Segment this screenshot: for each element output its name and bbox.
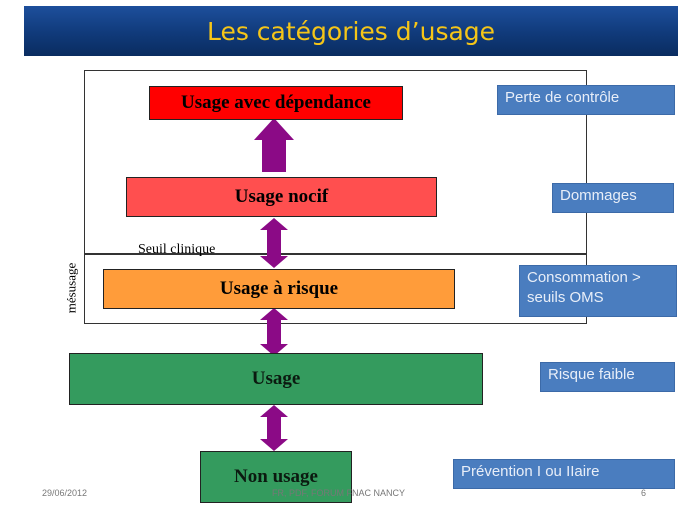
upper-frame (84, 70, 587, 254)
footer-center: FR, PDF, FORUM FNAC NANCY (272, 488, 406, 498)
level-harmful: Usage nocif (126, 177, 437, 217)
slide-title: Les catégories d’usage (206, 16, 496, 46)
up-arrow (254, 118, 294, 172)
double-arrow-2 (260, 308, 288, 356)
side-label-loss-of-control: Perte de contrôle (497, 85, 675, 115)
level-dependence: Usage avec dépendance (149, 86, 403, 120)
side-label-damage: Dommages (552, 183, 674, 213)
level-non-use: Non usage (200, 451, 352, 503)
double-arrow-3 (260, 405, 288, 451)
level-use: Usage (69, 353, 483, 405)
double-arrow-1 (260, 218, 288, 268)
title-bar: Les catégories d’usage (24, 6, 678, 56)
page-number: 6 (641, 488, 647, 498)
side-label-prevention: Prévention I ou IIaire (453, 459, 675, 489)
footer-date: 29/06/2012 (42, 488, 88, 498)
side-label-consumption: Consommation > seuils OMS (519, 265, 677, 317)
side-label-low-risk: Risque faible (540, 362, 675, 392)
level-risk: Usage à risque (103, 269, 455, 309)
threshold-label: Seuil clinique (138, 242, 216, 257)
